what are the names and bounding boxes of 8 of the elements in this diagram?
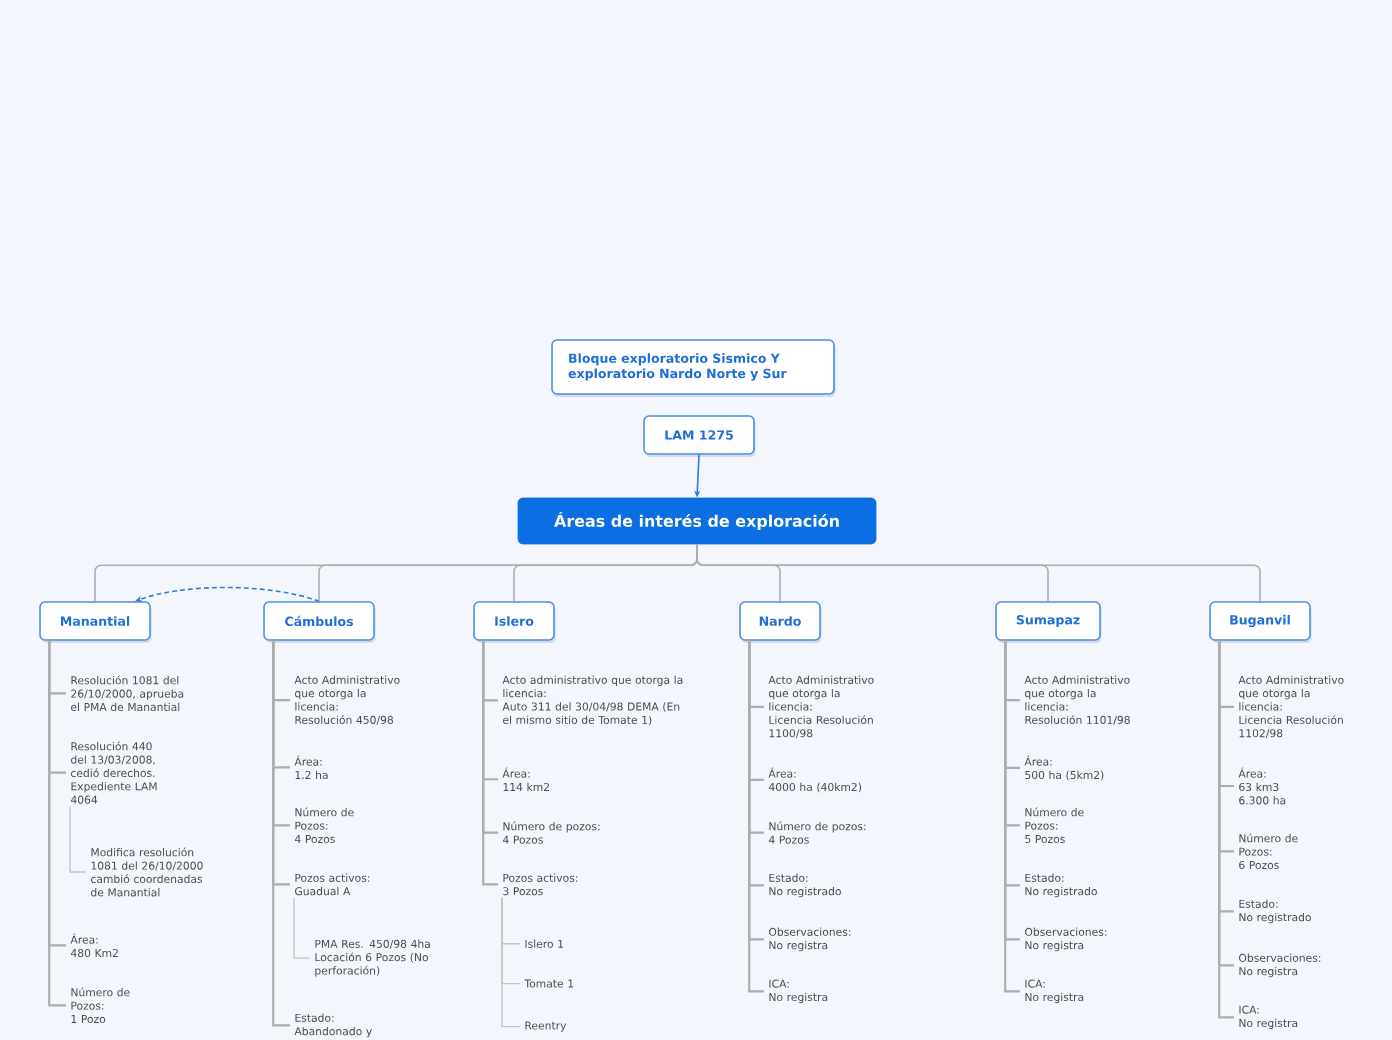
dashed-arrow — [135, 586, 320, 602]
connector-line — [69, 805, 87, 873]
connector-line — [482, 640, 498, 886]
connector-line — [293, 896, 311, 959]
connector-line — [501, 896, 521, 1028]
connector-line — [272, 640, 290, 1027]
connector-line — [48, 640, 66, 1007]
connector-line — [696, 543, 1261, 602]
